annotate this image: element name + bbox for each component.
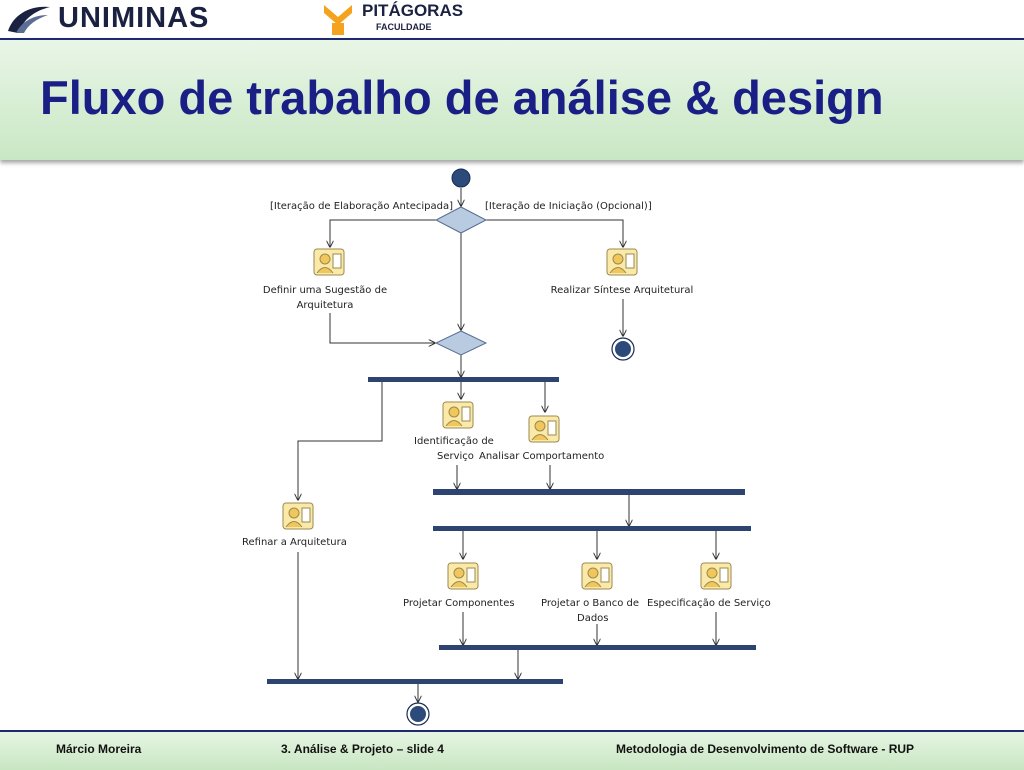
uniminas-logo-icon: [8, 6, 50, 33]
activity-label-identificacao-2: Serviço: [437, 451, 474, 462]
activity-label-identificacao: Identificação de: [414, 436, 494, 447]
activity-icon: [528, 415, 560, 443]
activity-icon: [447, 562, 479, 590]
activity-label-banco-2: Dados: [577, 613, 609, 624]
activity-icon: [581, 562, 613, 590]
guard-initiation-label: [Iteração de Iniciação (Opcional)]: [485, 201, 652, 212]
pitagoras-logo-icon: [320, 3, 356, 35]
final-node-sintese: [611, 337, 635, 361]
decision-node: [434, 206, 488, 234]
activity-label-sintese: Realizar Síntese Arquitetural: [550, 285, 694, 296]
join-bar: [433, 489, 745, 495]
activity-icon: [606, 248, 638, 276]
activity-label-definir: Definir uma Sugestão de: [262, 285, 388, 296]
footer-course: Metodologia de Desenvolvimento de Softwa…: [616, 742, 915, 756]
activity-label-definir-2: Arquitetura: [296, 300, 354, 311]
title-band: [0, 38, 1024, 160]
initial-node: [451, 168, 471, 188]
activity-label-especificacao: Especificação de Serviço: [647, 598, 771, 609]
join-bar: [439, 645, 756, 650]
final-node: [406, 702, 430, 726]
footer-slide-ref: 3. Análise & Projeto – slide 4: [281, 742, 444, 756]
join-bar: [267, 679, 563, 684]
footer-author: Márcio Moreira: [56, 742, 142, 756]
fork-bar: [433, 526, 751, 531]
fork-bar: [368, 377, 559, 382]
slide-title: Fluxo de trabalho de análise & design: [40, 71, 884, 124]
brand-name: UNIMINAS: [58, 2, 210, 34]
activity-icon: [700, 562, 732, 590]
activity-icon: [442, 401, 474, 429]
activity-label-analisar: Analisar Comportamento: [479, 451, 605, 462]
partner-subtitle: FACULDADE: [376, 22, 432, 32]
activity-icon: [313, 248, 345, 276]
activity-icon: [282, 502, 314, 530]
footer-band: [0, 730, 1024, 770]
merge-node: [434, 330, 488, 356]
guard-elaboration-label: [Iteração de Elaboração Antecipada]: [270, 201, 453, 212]
partner-name: PITÁGORAS: [362, 1, 464, 20]
activity-label-refinar: Refinar a Arquitetura: [242, 537, 347, 548]
flow-lines: [298, 188, 716, 702]
logo-bar: UNIMINAS PITÁGORAS FACULDADE: [0, 0, 1024, 38]
activity-label-componentes: Projetar Componentes: [403, 598, 515, 609]
activity-label-banco: Projetar o Banco de: [541, 598, 640, 609]
